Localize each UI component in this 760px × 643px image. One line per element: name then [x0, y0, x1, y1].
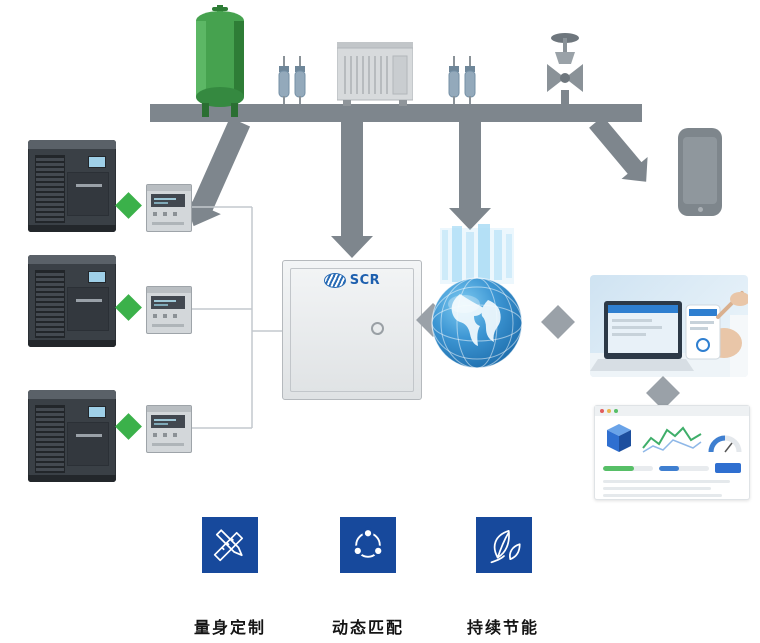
arrow-to-meters — [184, 117, 251, 227]
dashboard-button — [715, 463, 741, 473]
compressor-base — [28, 225, 116, 232]
remote-monitoring-photo — [590, 275, 748, 377]
feature-tile-customize — [202, 517, 258, 573]
window-dot-green — [614, 409, 618, 413]
compressor-grille — [35, 405, 65, 473]
progress-fill — [659, 465, 679, 471]
air-dryer-icon — [337, 42, 413, 106]
arrow-to-cabinet — [331, 122, 373, 258]
compressor-door — [67, 287, 109, 331]
power-meter-1 — [146, 184, 192, 232]
feature-label-customize: 量身定制 — [193, 618, 266, 637]
meter-buttons — [153, 433, 183, 437]
feature-label-energy-saving: 持续节能 — [466, 618, 539, 637]
smartphone-home-button — [698, 207, 703, 212]
compressor-display — [88, 406, 106, 418]
meter-digits — [154, 198, 176, 200]
compressor-grille — [35, 155, 65, 223]
compressor-brand-strip — [76, 299, 102, 302]
data-beam — [440, 224, 514, 284]
control-valve-icon — [547, 33, 583, 104]
air-receiver-tank-icon — [196, 5, 244, 117]
inline-filter-pair-icon — [448, 56, 476, 104]
compressor-display — [88, 271, 106, 283]
meter-terminal-strip — [152, 222, 184, 225]
dashboard-preview — [594, 405, 750, 500]
window-dot-yellow — [607, 409, 611, 413]
meter-top — [147, 406, 191, 412]
meter-terminal-strip — [152, 443, 184, 446]
meter-digits — [154, 419, 176, 421]
feature-tile-matching — [340, 517, 396, 573]
power-meter-3 — [146, 405, 192, 453]
meter-digits — [154, 202, 168, 204]
progress-fill — [603, 465, 634, 471]
pencil-ruler-icon — [213, 529, 244, 562]
table-line — [603, 480, 730, 483]
arrow-to-phone — [589, 116, 648, 182]
scr-logo-text: SCR — [349, 273, 381, 288]
compressor-lid — [28, 390, 116, 399]
progress-bar — [603, 465, 653, 471]
scr-flag-icon — [323, 273, 346, 288]
inline-filter-pair-icon — [278, 56, 306, 104]
meter-lcd — [151, 194, 185, 207]
power-meter-2 — [146, 286, 192, 334]
meter-buttons — [153, 314, 183, 318]
meter-digits — [154, 300, 176, 302]
compressor-brand-strip — [76, 434, 102, 437]
leaves-icon — [490, 529, 521, 564]
window-dot-red — [600, 409, 604, 413]
cabinet-handle — [371, 321, 385, 335]
feature-tile-energy-saving — [476, 517, 532, 573]
dashboard-table-lines — [603, 480, 741, 501]
dashboard-controls-row — [603, 462, 741, 474]
meter-terminal-strip — [152, 324, 184, 327]
compressor-door — [67, 172, 109, 216]
compressor-brand-strip — [76, 184, 102, 187]
smartphone-screen — [683, 137, 717, 204]
meter-wiring — [188, 206, 282, 429]
compressor-base — [28, 340, 116, 347]
compressor-lid — [28, 255, 116, 264]
photo-illustration — [590, 291, 748, 377]
air-compressor-1 — [28, 140, 116, 232]
compressor-lid — [28, 140, 116, 149]
compressor-door — [67, 422, 109, 466]
table-line — [603, 487, 711, 490]
air-pipe — [150, 104, 642, 122]
arrow-to-globe — [449, 122, 491, 230]
meter-digits — [154, 423, 168, 425]
dashboard-widgets — [607, 424, 742, 453]
internet-globe-icon — [431, 277, 523, 369]
meter-top — [147, 287, 191, 293]
linked-circles-icon — [352, 527, 384, 558]
meter-lcd — [151, 415, 185, 428]
smartphone-silhouette — [678, 128, 722, 216]
meter-digits — [154, 304, 168, 306]
compressor-grille — [35, 270, 65, 338]
meter-top — [147, 185, 191, 191]
compressor-display — [88, 156, 106, 168]
dashboard-titlebar — [595, 406, 749, 416]
control-cabinet: SCR — [282, 260, 422, 400]
cabinet-door — [290, 268, 414, 392]
table-line — [603, 494, 722, 497]
scr-logo: SCR — [283, 273, 421, 288]
feature-label-matching: 动态匹配 — [331, 618, 404, 637]
meter-lcd — [151, 296, 185, 309]
air-compressor-2 — [28, 255, 116, 347]
compressor-base — [28, 475, 116, 482]
air-compressor-3 — [28, 390, 116, 482]
meter-buttons — [153, 212, 183, 216]
progress-bar — [659, 465, 709, 471]
